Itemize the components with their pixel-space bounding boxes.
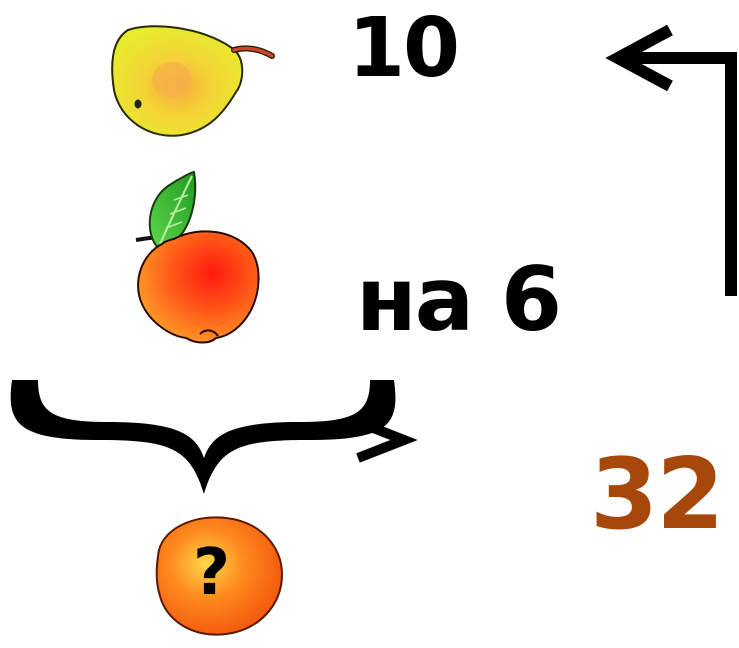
pear-value-label: 10: [348, 1, 460, 96]
question-ball-icon: [155, 516, 284, 636]
apple-icon: [137, 230, 260, 344]
curly-brace-icon: [10, 380, 396, 494]
apple-value-label: на 6: [356, 248, 562, 351]
greater-than-icon: [356, 417, 418, 463]
arrow-left-icon: [605, 24, 737, 296]
pear-icon: [111, 25, 275, 137]
question-mark-label: ?: [193, 536, 231, 610]
result-value-label: 32: [590, 438, 724, 552]
